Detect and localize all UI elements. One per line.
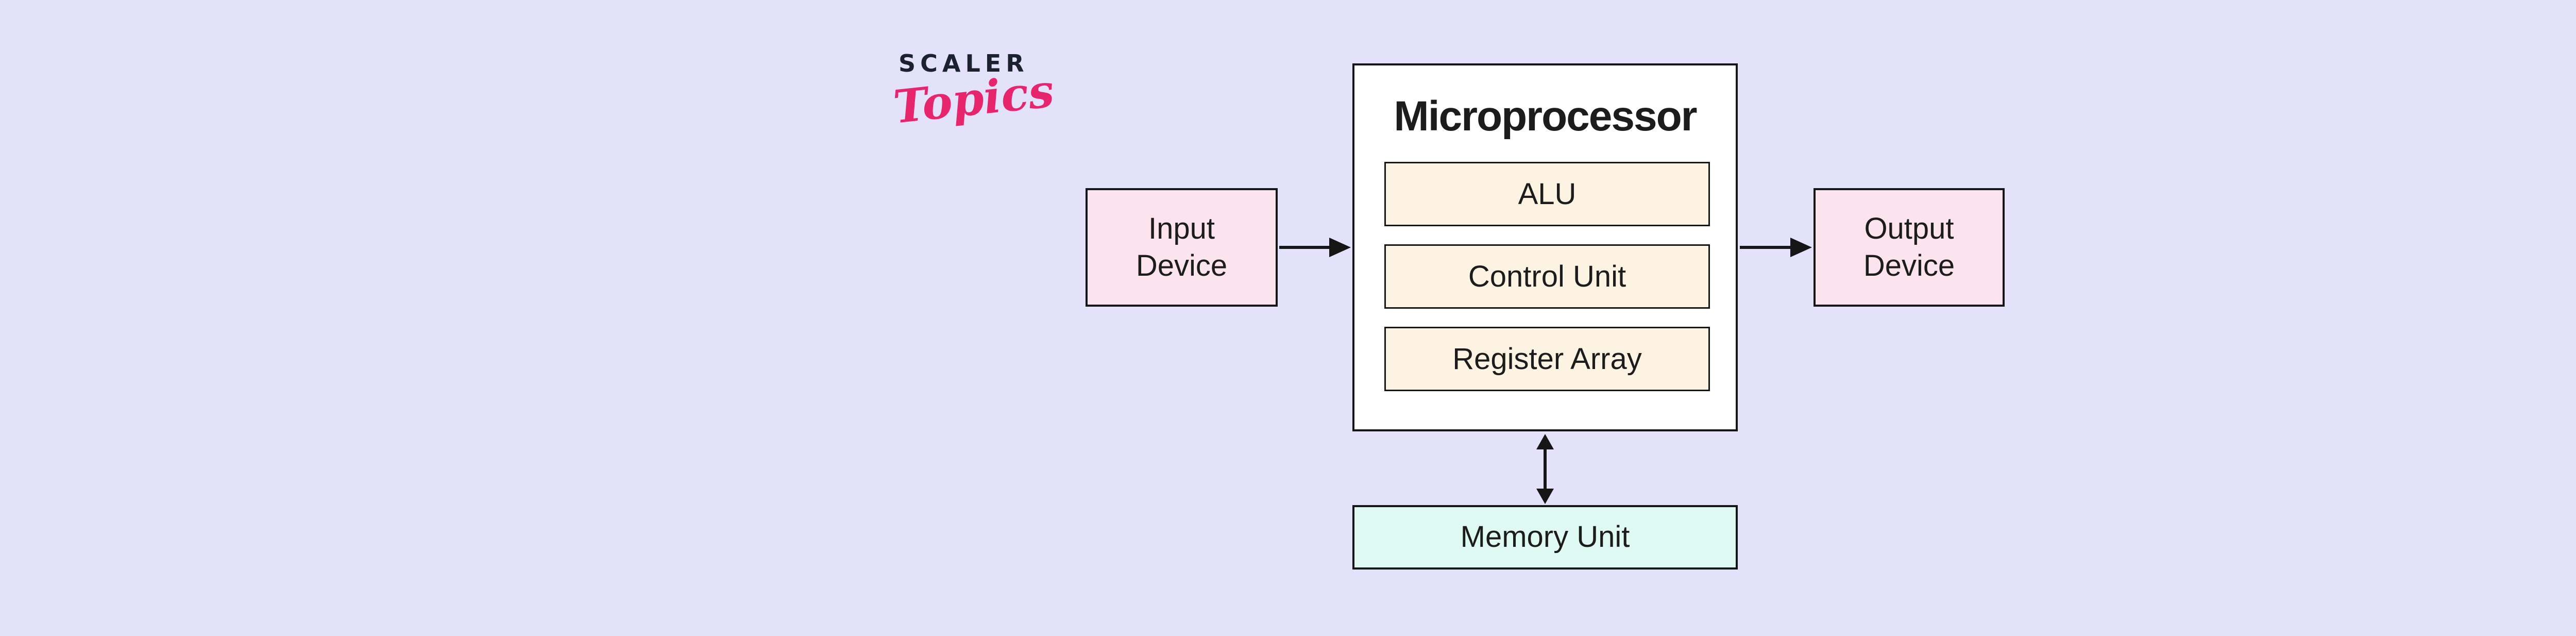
arrow-right-icon — [1790, 238, 1812, 257]
input-device-label-line2: Device — [1136, 249, 1228, 282]
memory-unit-label: Memory Unit — [1460, 520, 1630, 554]
register-array-box: Register Array — [1384, 327, 1710, 391]
arrow-shaft — [1279, 246, 1332, 249]
input-device-label-line1: Input — [1148, 211, 1215, 245]
control-unit-box: Control Unit — [1384, 244, 1710, 309]
arrow-up-icon — [1536, 434, 1554, 449]
scaler-topics-logo: SCALER Topics — [891, 49, 1056, 133]
input-device-box: Input Device — [1086, 188, 1278, 307]
output-device-label-line1: Output — [1864, 211, 1954, 245]
logo-brand-text: SCALER — [899, 49, 1029, 77]
memory-unit-box: Memory Unit — [1352, 505, 1738, 570]
logo-sub-brand-text: Topics — [891, 63, 1057, 134]
alu-box: ALU — [1384, 162, 1710, 226]
arrow-down-icon — [1536, 489, 1554, 504]
output-device-label-line2: Device — [1863, 249, 1955, 282]
arrow-right-icon — [1329, 238, 1351, 257]
output-device-box: Output Device — [1814, 188, 2005, 307]
arrow-shaft — [1544, 447, 1547, 491]
microprocessor-box: Microprocessor ALU Control Unit Register… — [1352, 63, 1738, 431]
arrow-shaft — [1740, 246, 1792, 249]
microprocessor-title: Microprocessor — [1394, 93, 1697, 140]
